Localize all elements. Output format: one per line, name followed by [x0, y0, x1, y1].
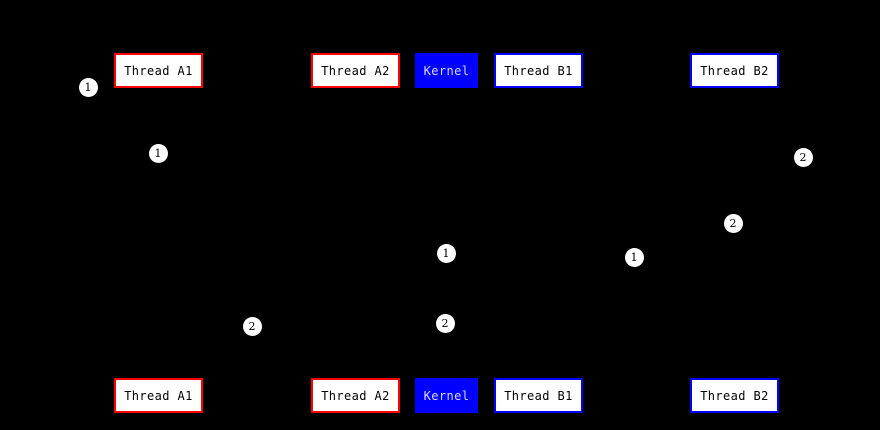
sequence-number-bubble-2a: 2	[793, 147, 813, 167]
participant-box-thread-a2-bottom: Thread A2	[311, 378, 400, 413]
msg-2-b2-kernel	[446, 230, 734, 231]
msg-1-b1-out	[538, 266, 634, 267]
sequence-number-bubble-2c: 2	[435, 313, 455, 333]
msg-1-kernel-b1	[446, 262, 538, 263]
msg-2-enter-b2	[734, 170, 820, 171]
participant-label-thread-b1: Thread B1	[504, 388, 573, 403]
msg-1-a1-kernel	[158, 160, 446, 161]
participant-box-thread-b2-top: Thread B2	[690, 53, 779, 88]
participant-label-thread-a1: Thread A1	[124, 388, 193, 403]
participant-label-thread-a1: Thread A1	[124, 63, 193, 78]
participant-label-kernel: Kernel	[423, 388, 470, 403]
participant-box-thread-a1-bottom: Thread A1	[114, 378, 203, 413]
participant-box-kernel-bottom: Kernel	[415, 378, 478, 413]
participant-label-thread-a2: Thread A2	[321, 63, 390, 78]
lifeline-thread-a2	[355, 88, 356, 378]
sequence-number-bubble-1c: 1	[436, 243, 456, 263]
participant-box-thread-b2-bottom: Thread B2	[690, 378, 779, 413]
sequence-number-bubble-1a: 1	[78, 77, 98, 97]
sequence-number-bubble-1d: 1	[624, 247, 644, 267]
lifeline-thread-b2	[734, 88, 735, 378]
msg-1-enter-a1	[70, 100, 158, 101]
participant-label-thread-a2: Thread A2	[321, 388, 390, 403]
msg-2-a1-out	[158, 334, 252, 335]
participant-label-thread-b1: Thread B1	[504, 63, 573, 78]
participant-label-thread-b2: Thread B2	[700, 388, 769, 403]
sequence-number-bubble-1b: 1	[148, 143, 168, 163]
lifeline-thread-a1	[158, 88, 159, 378]
msg-2-kernel-out	[355, 330, 446, 331]
lifeline-thread-b1	[538, 88, 539, 378]
participant-box-thread-b1-bottom: Thread B1	[494, 378, 583, 413]
sequence-number-bubble-2d: 2	[242, 316, 262, 336]
sequence-number-bubble-2b: 2	[723, 213, 743, 233]
participant-label-thread-b2: Thread B2	[700, 63, 769, 78]
participant-box-kernel-top: Kernel	[415, 53, 478, 88]
participant-label-kernel: Kernel	[423, 63, 470, 78]
participant-box-thread-b1-top: Thread B1	[494, 53, 583, 88]
participant-box-thread-a1-top: Thread A1	[114, 53, 203, 88]
lifeline-kernel	[446, 86, 447, 378]
participant-box-thread-a2-top: Thread A2	[311, 53, 400, 88]
